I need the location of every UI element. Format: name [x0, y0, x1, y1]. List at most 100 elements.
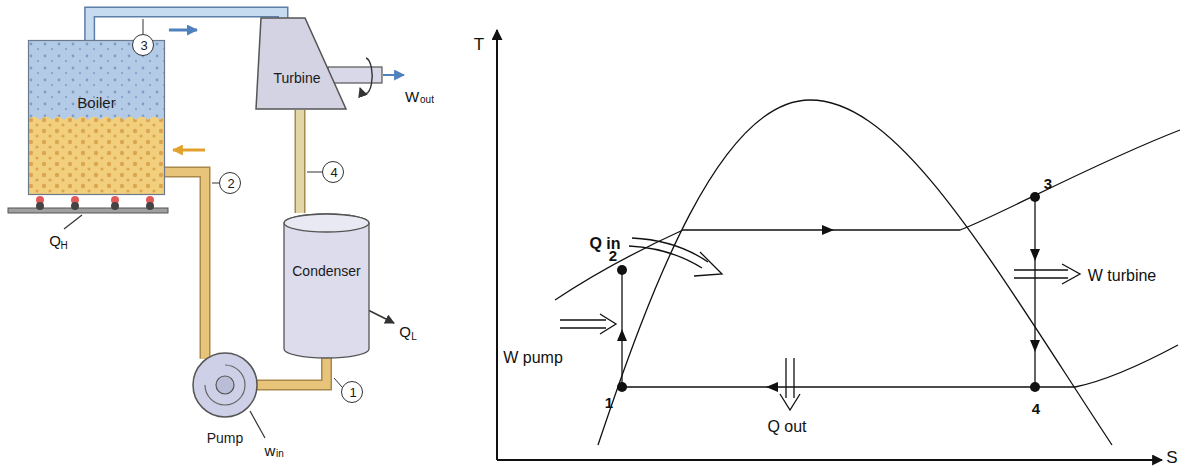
heat-symbol: Q — [49, 233, 61, 248]
axis-label: S — [1166, 449, 1177, 466]
process-arrow — [1030, 340, 1040, 352]
saturation-dome — [598, 100, 1112, 445]
state-number: 1 — [605, 395, 613, 410]
process-arrow — [617, 225, 1040, 392]
energy-arrow — [560, 238, 1080, 410]
pipe-wall — [295, 110, 306, 213]
boiler-vessel-part — [28, 40, 165, 195]
state-point — [617, 265, 627, 275]
component-name: Pump — [207, 430, 244, 447]
pipe — [257, 357, 327, 385]
turbine-body-outline — [255, 18, 347, 110]
callout-leader — [143, 19, 144, 34]
pipe-fluid — [257, 357, 327, 385]
ts-axes — [497, 30, 1162, 460]
energy-arrow — [632, 238, 708, 262]
condenser-tank-outline — [283, 213, 370, 358]
boiler-vessel-outline — [28, 40, 165, 195]
turbine-body: Turbine — [255, 18, 347, 110]
callout-leader — [334, 378, 342, 387]
callout-number: 3 — [132, 34, 154, 56]
condenser-tank-part — [284, 214, 369, 232]
pipe-fluid — [90, 12, 283, 40]
callout-leader — [212, 183, 219, 184]
energy-arrow — [780, 394, 800, 410]
energy-label: Q out — [767, 419, 806, 435]
turbine-shaft — [328, 58, 404, 94]
state-number: 2 — [609, 248, 617, 263]
burner-nozzle — [36, 202, 154, 210]
ts-axes — [496, 30, 498, 460]
component-name: Boiler — [77, 94, 115, 112]
turbine-shaft — [360, 58, 372, 94]
callout-number: 3 — [140, 39, 147, 52]
ts-axes — [497, 459, 1162, 461]
pipe — [300, 110, 301, 213]
burner-nozzle — [36, 202, 44, 210]
pipe-fluid — [165, 172, 205, 359]
condenser-tank: Condenser — [283, 213, 370, 358]
condenser-tank-part — [284, 214, 369, 358]
pipe — [165, 150, 205, 359]
turbine-process — [1034, 197, 1035, 387]
flow-arrow — [173, 149, 205, 152]
callout-leader — [307, 172, 322, 173]
burner-nozzle — [111, 202, 119, 210]
burner-flame — [36, 196, 154, 204]
energy-arrow — [694, 252, 722, 276]
energy-label: W pump — [503, 350, 563, 366]
state-point — [617, 382, 627, 392]
pipe-wall — [90, 12, 283, 40]
pipe — [90, 12, 283, 40]
callout-number: 1 — [341, 381, 363, 403]
process-arrow — [617, 329, 627, 341]
energy-arrow — [560, 327, 606, 328]
work-symbol: W — [405, 89, 419, 104]
component-name: Condenser — [292, 263, 361, 280]
process-arrow — [1030, 249, 1040, 261]
pump-casing: Pump — [192, 352, 258, 448]
pump-work-leader — [250, 411, 265, 438]
energy-arrow — [600, 314, 616, 334]
pipe-wall — [165, 172, 205, 359]
subscript: L — [411, 332, 417, 342]
state-point — [1030, 382, 1040, 392]
energy-arrow — [793, 358, 794, 398]
boiler-vessel-part — [29, 41, 165, 195]
state-point — [617, 192, 1040, 392]
burner-grate — [8, 208, 168, 213]
subscript: out — [420, 95, 434, 105]
work-symbol: w — [265, 443, 276, 458]
boiler-vessel-part — [28, 117, 165, 196]
burner-nozzle — [146, 202, 154, 210]
energy-arrow — [1014, 277, 1068, 278]
energy-arrow — [1062, 264, 1080, 284]
energy-label: W turbine — [1088, 268, 1156, 284]
turbine-shaft — [328, 67, 382, 83]
pump-casing-part — [216, 376, 234, 394]
heat-leader — [64, 215, 82, 229]
pump-casing-part — [205, 365, 245, 405]
boiler-vessel-part — [28, 117, 165, 196]
energy-arrow — [1014, 269, 1068, 270]
energy-arrow — [560, 319, 606, 320]
low-pressure-line — [622, 345, 1178, 387]
callout-number: 2 — [227, 177, 234, 190]
state-number: 4 — [1032, 401, 1040, 416]
heat-symbol: Q — [399, 324, 411, 339]
component-name: Turbine — [274, 70, 321, 87]
high-pressure-line — [555, 130, 1180, 300]
state-point — [1030, 192, 1040, 202]
energy-arrow — [629, 246, 702, 268]
state-number: 3 — [1044, 176, 1052, 191]
axis-label: T — [474, 36, 484, 53]
callout-number: 4 — [322, 161, 344, 183]
turbine-shaft — [383, 74, 404, 76]
callout-number: 1 — [349, 386, 356, 399]
pump-process — [621, 270, 622, 387]
boiler-vessel: Boiler — [28, 40, 165, 195]
